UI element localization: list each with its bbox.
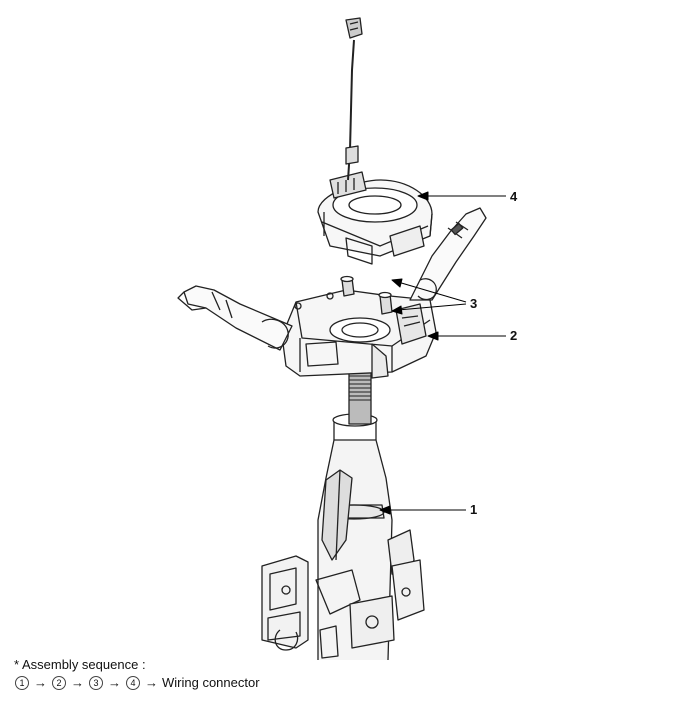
assembly-note-title-row: * Assembly sequence : xyxy=(14,656,260,674)
callout-4: 4 xyxy=(510,189,518,204)
note-star: * xyxy=(14,657,20,672)
callout-2: 2 xyxy=(510,328,518,343)
note-title: Assembly sequence xyxy=(21,657,139,672)
step-last: Wiring connector xyxy=(162,675,260,690)
step-3: 3 xyxy=(89,676,103,690)
step-2: 2 xyxy=(52,676,66,690)
callout-3: 3 xyxy=(470,296,478,311)
step-1: 1 xyxy=(15,676,29,690)
arrow-3: → xyxy=(108,675,121,690)
clock-spring xyxy=(317,17,433,265)
steering-column xyxy=(261,367,425,661)
step-4: 4 xyxy=(126,676,140,690)
callout-1: 1 xyxy=(470,502,478,517)
screws xyxy=(340,275,393,315)
note-colon: : xyxy=(141,657,146,672)
leader-lines xyxy=(379,191,506,515)
arrow-1: → xyxy=(34,675,47,690)
assembly-sequence-row: 1 → 2 → 3 → 4 → Wiring connector xyxy=(14,674,260,692)
assembly-note: * Assembly sequence : 1 → 2 → 3 → 4 → Wiring con… xyxy=(14,656,260,692)
arrow-4: → xyxy=(145,675,158,690)
arrow-2: → xyxy=(71,675,84,690)
